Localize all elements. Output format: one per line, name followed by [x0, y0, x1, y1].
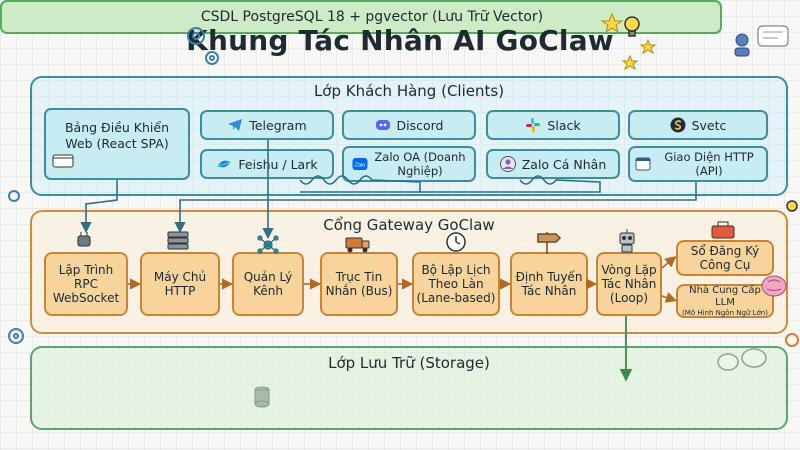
server-icon	[167, 231, 189, 250]
client-zalo-oa[interactable]: Zalo Zalo OA (Doanh Nghiệp)	[342, 146, 476, 182]
svg-text:Zalo: Zalo	[355, 163, 366, 169]
client-http-api[interactable]: Giao Diện HTTP (API)	[628, 146, 768, 182]
client-telegram[interactable]: Telegram	[200, 110, 334, 140]
gateway-message-bus[interactable]: Trục Tin Nhắn (Bus)	[320, 252, 398, 316]
client-slack[interactable]: Slack	[486, 110, 620, 140]
client-zalo-personal[interactable]: Zalo Cá Nhân	[486, 149, 620, 179]
plug-icon	[77, 232, 91, 247]
gateway-lane-scheduler[interactable]: Bộ Lập Lịch Theo Làn (Lane-based)	[412, 252, 500, 316]
storage-postgres-db-label: CSDL PostgreSQL 18 + pgvector (Lưu Trữ V…	[200, 9, 544, 25]
gateway-agent-loop-label: Vòng Lặp Tác Nhân (Loop)	[601, 263, 657, 305]
network-hub-icon	[257, 235, 279, 254]
client-discord[interactable]: Discord	[342, 110, 476, 140]
gateway-llm-provider[interactable]: Nhà Cung Cấp LLM (Mô Hình Ngôn Ngữ Lớn)	[676, 284, 774, 318]
lightbulb-icon	[624, 16, 798, 212]
client-feishu-label: Feishu / Lark	[238, 156, 318, 172]
client-discord-label: Discord	[396, 117, 444, 133]
star-icon	[600, 12, 657, 71]
client-svetc-label: Svetc	[691, 117, 727, 133]
gateway-lane-scheduler-label: Bộ Lập Lịch Theo Làn (Lane-based)	[416, 263, 496, 305]
gateway-channel-manager[interactable]: Quản Lý Kênh	[232, 252, 304, 316]
arrow-http-to-server	[174, 182, 697, 234]
storage-layer-title: Lớp Lưu Trữ (Storage)	[328, 354, 490, 372]
arrow-dashboard-to-rpc	[80, 180, 118, 234]
gear-icon	[187, 27, 219, 65]
diagram-title: Khung Tác Nhân AI GoClaw	[186, 24, 614, 57]
browser-window-icon	[52, 154, 74, 168]
person-icon	[734, 25, 789, 57]
gateway-http-server[interactable]: Máy Chủ HTTP	[140, 252, 220, 316]
client-feishu-lark[interactable]: Feishu / Lark	[200, 149, 334, 179]
telegram-icon	[228, 119, 243, 131]
gateway-agent-router-label: Định Tuyến Tác Nhân	[515, 270, 583, 298]
gateway-tool-registry-label: Sổ Đăng Ký Công Cụ	[690, 244, 760, 272]
client-zalo-oa-label: Zalo OA (Doanh Nghiệp)	[374, 150, 466, 178]
gateway-message-bus-label: Trục Tin Nhắn (Bus)	[325, 270, 393, 298]
arrow-loop-to-tools	[661, 255, 677, 269]
gear-icon	[8, 190, 24, 344]
gateway-tool-registry[interactable]: Sổ Đăng Ký Công Cụ	[676, 240, 774, 276]
storage-layer: Lớp Lưu Trữ (Storage)	[30, 346, 788, 430]
truck-icon	[345, 237, 370, 253]
wave-clients-to-channel	[299, 175, 421, 193]
feishu-icon	[218, 160, 231, 168]
zalo-icon: Zalo	[352, 158, 368, 170]
gateway-llm-provider-sublabel: (Mô Hình Ngôn Ngữ Lớn)	[682, 308, 768, 317]
gateway-websocket-rpc[interactable]: Lập Trình RPC WebSocket	[44, 252, 128, 316]
clients-layer-title: Lớp Khách Hàng (Clients)	[313, 82, 505, 100]
gateway-llm-provider-label: Nhà Cung Cấp LLM	[689, 284, 761, 308]
gear-icon	[785, 333, 799, 347]
gateway-http-server-label: Máy Chủ HTTP	[153, 270, 207, 298]
client-telegram-label: Telegram	[249, 117, 307, 133]
gateway-channel-manager-label: Quản Lý Kênh	[243, 270, 293, 298]
client-web-dashboard-label: Bảng Điều Khiển Web (React SPA)	[64, 120, 170, 151]
gateway-agent-loop[interactable]: Vòng Lặp Tác Nhân (Loop)	[596, 252, 662, 316]
client-slack-label: Slack	[547, 117, 581, 133]
client-svetc[interactable]: Svetc	[628, 110, 768, 140]
client-web-dashboard[interactable]: Bảng Điều Khiển Web (React SPA)	[44, 108, 190, 180]
discord-icon	[375, 120, 390, 130]
clock-icon	[446, 232, 466, 252]
client-http-api-label: Giao Diện HTTP (API)	[664, 150, 754, 178]
gateway-layer-title: Cổng Gateway GoClaw	[323, 216, 495, 234]
storage-postgres-db[interactable]: CSDL PostgreSQL 18 + pgvector (Lưu Trữ V…	[0, 0, 722, 34]
browser-window-icon	[635, 157, 651, 171]
gateway-agent-router[interactable]: Định Tuyến Tác Nhân	[510, 252, 588, 316]
toolbox-icon	[711, 221, 735, 239]
svetc-icon	[670, 117, 686, 133]
brain-icon	[761, 275, 787, 297]
user-avatar-icon	[499, 156, 516, 172]
robot-icon	[619, 229, 635, 253]
signpost-icon	[537, 232, 562, 254]
slack-icon	[526, 118, 541, 132]
client-zalo-personal-label: Zalo Cá Nhân	[521, 156, 607, 172]
arrow-loop-to-llm	[661, 292, 678, 303]
gateway-websocket-rpc-label: Lập Trình RPC WebSocket	[52, 263, 120, 305]
